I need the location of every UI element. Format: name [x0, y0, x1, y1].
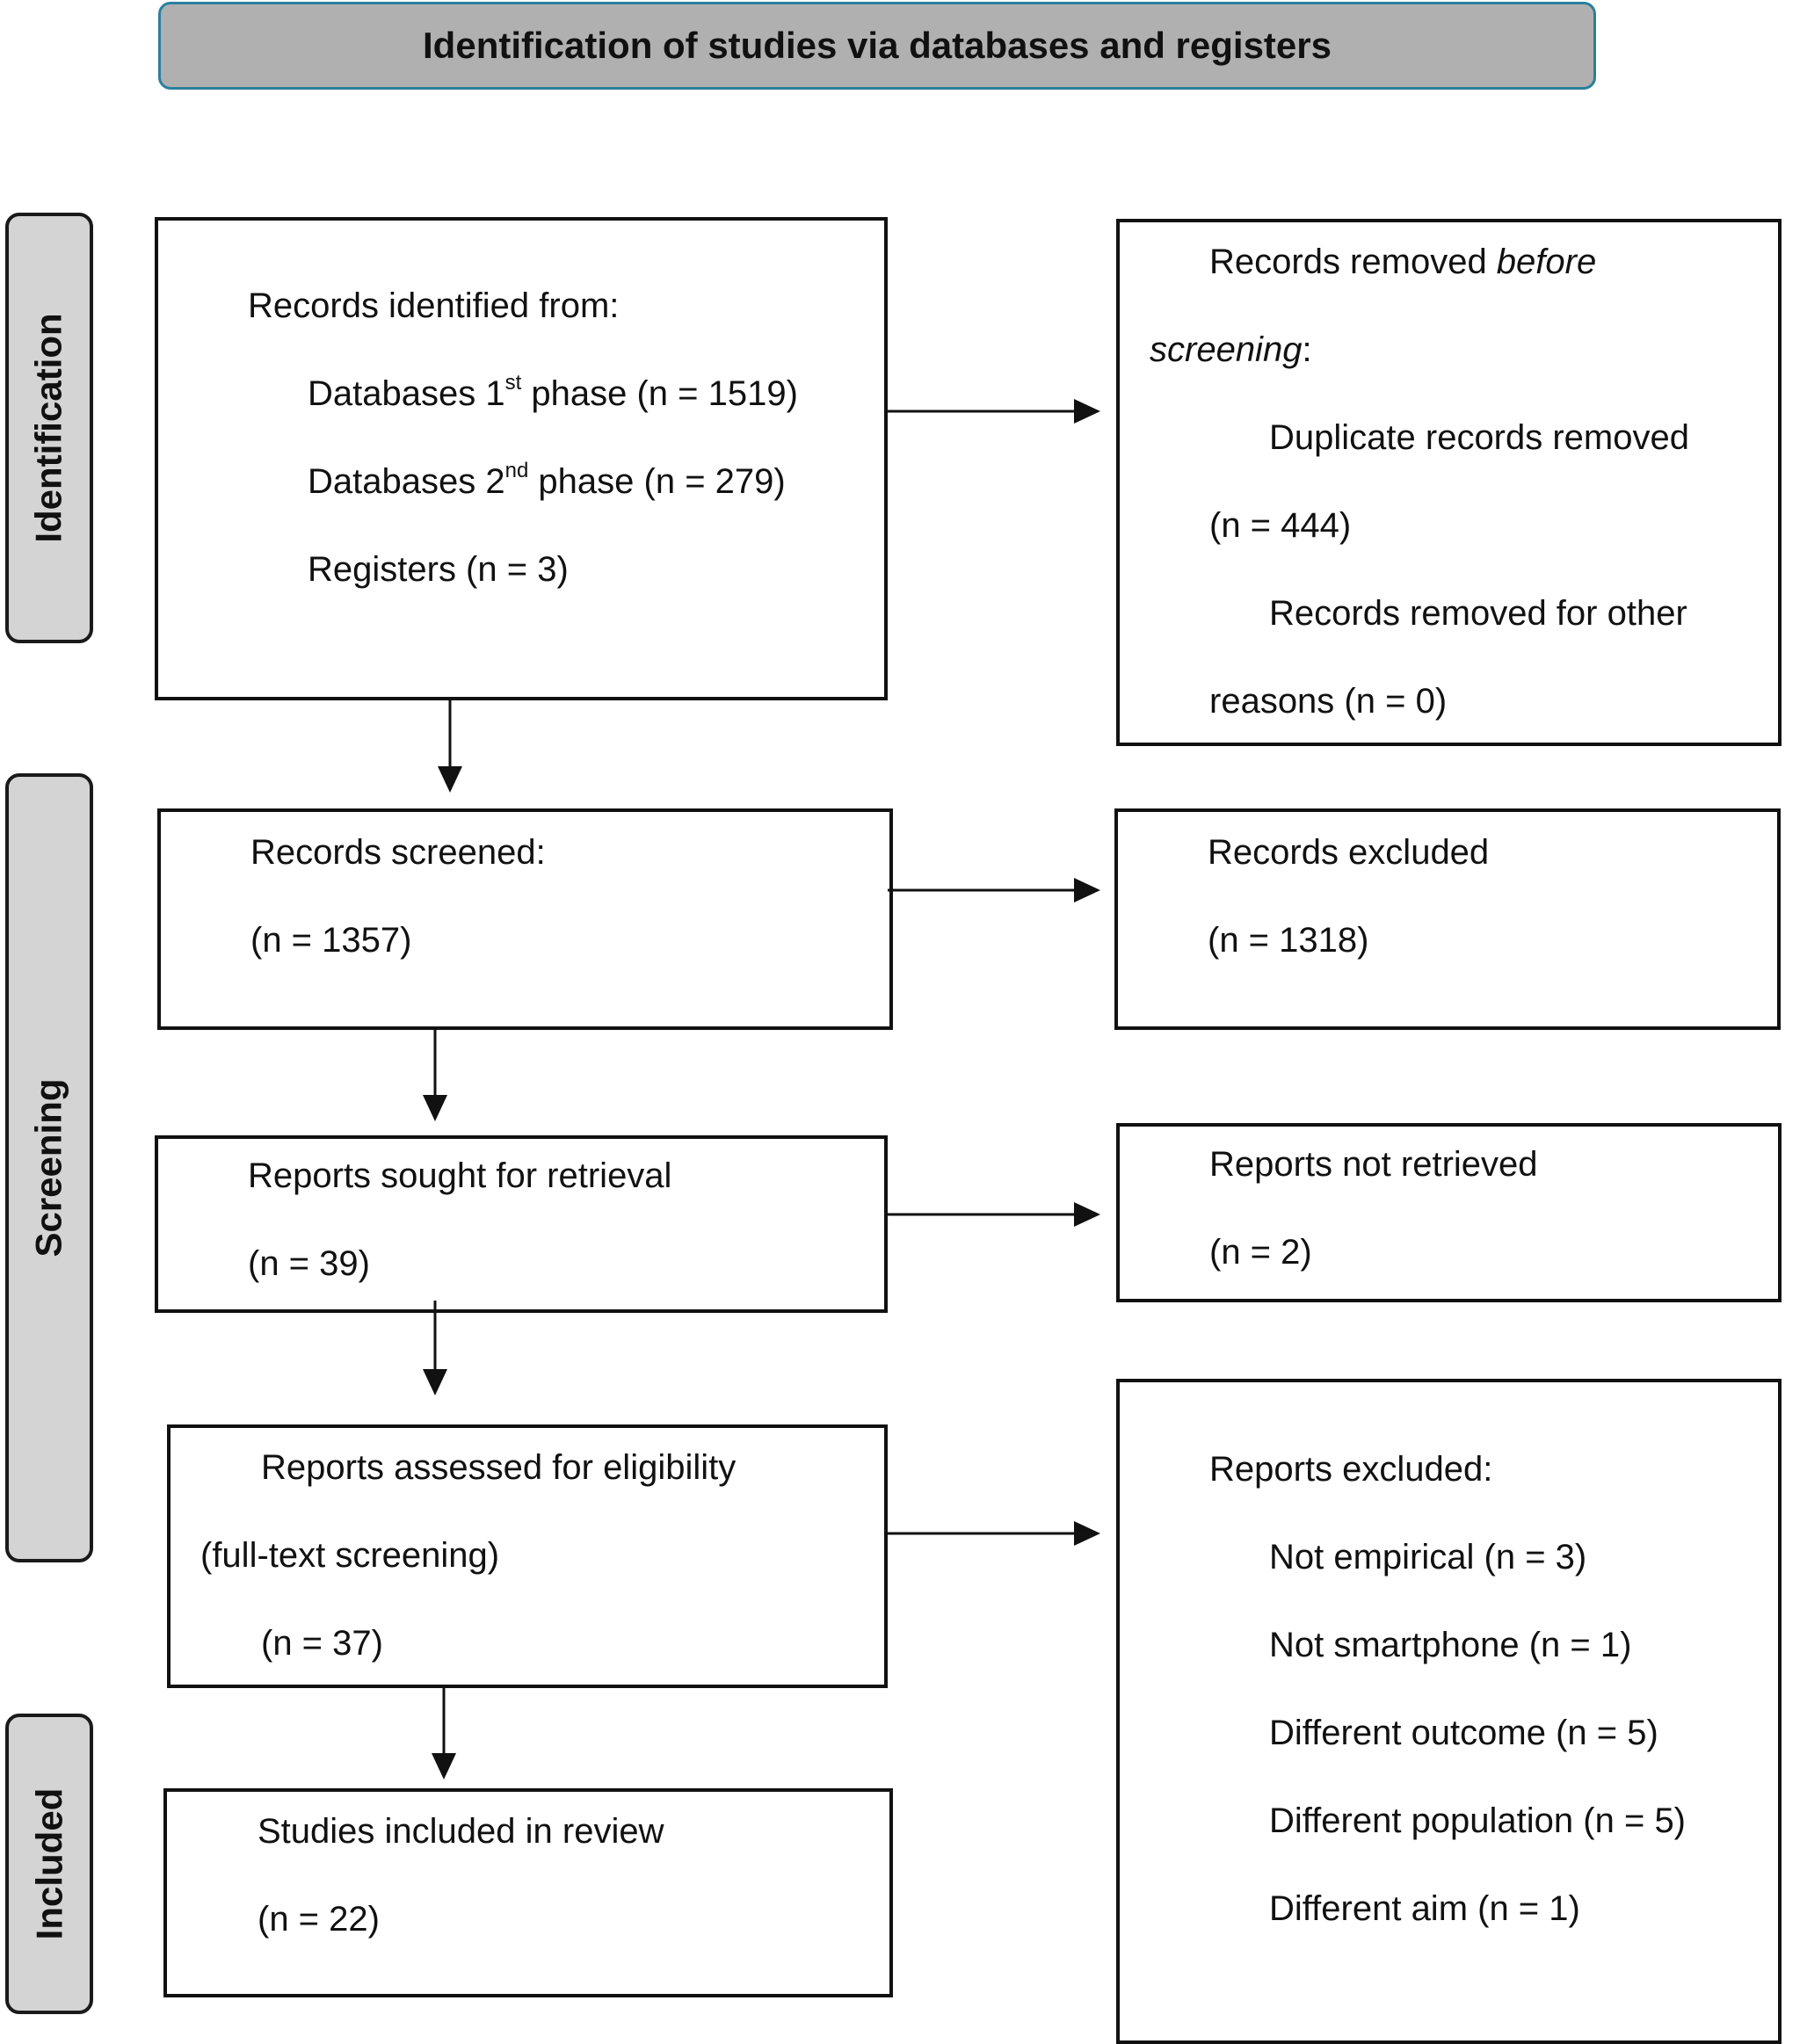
reports-not-retrieved-box [1116, 1123, 1782, 1302]
records-excluded-title: Records excluded [1208, 833, 1490, 872]
header-title: Identification of studies via databases … [423, 25, 1332, 66]
arrowhead [1074, 1521, 1100, 1546]
arrowhead [1074, 878, 1100, 902]
reports-sought-count: (n = 39) [248, 1244, 370, 1283]
records-identified-title: Records identified from: [248, 286, 620, 325]
arrowhead [423, 1369, 447, 1395]
records-excluded-count: (n = 1318) [1208, 921, 1369, 960]
reports-assessed-count: (n = 37) [261, 1624, 383, 1663]
arrowhead [432, 1753, 456, 1779]
reports-assessed-subtitle: (full-text screening) [200, 1536, 500, 1575]
reports-excluded-item: Different aim (n = 1) [1269, 1889, 1580, 1928]
studies-included-count: (n = 22) [258, 1900, 380, 1939]
diagram-header: Identification of studies via databases … [158, 2, 1596, 90]
reports-excluded-item: Not empirical (n = 3) [1269, 1538, 1587, 1576]
reports-sought-box [155, 1135, 888, 1313]
reports-sought-title: Reports sought for retrieval [248, 1156, 672, 1195]
records-screened-count: (n = 1357) [250, 921, 412, 960]
records-screened-title: Records screened: [250, 833, 546, 872]
phase-screening: Screening [5, 773, 93, 1562]
reports-excluded-item: Not smartphone (n = 1) [1269, 1626, 1632, 1664]
duplicate-records-removed: Duplicate records removed [1269, 418, 1689, 457]
reports-excluded-item: Different outcome (n = 5) [1269, 1714, 1658, 1752]
records-removed-other: Records removed for other [1269, 594, 1687, 633]
phase-identification: Identification [5, 213, 93, 643]
duplicate-records-count: (n = 444) [1209, 506, 1352, 545]
records-removed-box [1116, 219, 1782, 746]
arrowhead [1074, 399, 1100, 424]
registers: Registers (n = 3) [308, 550, 569, 589]
records-screened-box [157, 808, 893, 1030]
studies-included-box [163, 1788, 893, 1997]
records-removed-line2: screening: [1150, 330, 1312, 369]
phase-included: Included [5, 1714, 93, 2014]
reports-assessed-box [167, 1424, 888, 1688]
reports-excluded-item: Different population (n = 5) [1269, 1801, 1687, 1840]
databases-phase2: Databases 2nd phase (n = 279) [308, 459, 786, 501]
studies-included-title: Studies included in review [258, 1812, 664, 1851]
records-removed-other-count: reasons (n = 0) [1209, 682, 1448, 721]
databases-phase1: Databases 1st phase (n = 1519) [308, 371, 798, 413]
reports-excluded-box [1116, 1379, 1782, 2044]
arrowhead [423, 1095, 447, 1121]
records-identified-box [155, 217, 888, 700]
arrowhead [1074, 1202, 1100, 1227]
records-removed-line1: Records removed before [1209, 243, 1597, 281]
arrowhead [438, 766, 462, 793]
reports-not-retrieved-title: Reports not retrieved [1209, 1145, 1538, 1184]
reports-assessed-title: Reports assessed for eligibility [261, 1448, 737, 1487]
reports-not-retrieved-count: (n = 2) [1209, 1233, 1312, 1272]
records-excluded-box [1114, 808, 1781, 1030]
reports-excluded-title: Reports excluded: [1209, 1450, 1493, 1489]
